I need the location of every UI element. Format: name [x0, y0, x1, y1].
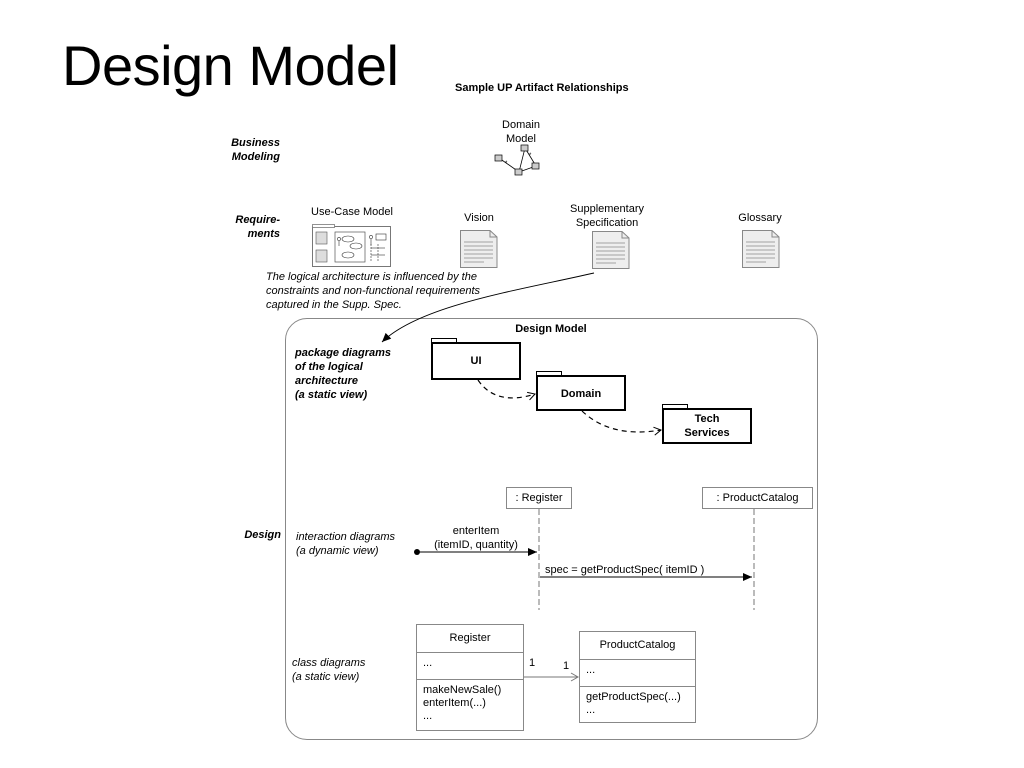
use-case-model-label: Use-Case Model — [311, 206, 393, 218]
slide-title: Design Model — [62, 34, 399, 97]
use-case-model-icon — [312, 224, 391, 267]
register-class-attributes: ... — [417, 653, 523, 680]
domain-model-label-line2: Model — [506, 133, 536, 145]
architecture-annotation: The logical architecture is influenced b… — [266, 270, 526, 312]
get-product-spec-message-label: spec = getProductSpec( itemID ) — [545, 564, 705, 576]
domain-package-label: Domain — [560, 388, 602, 400]
register-class-box: Register ... makeNewSale() enterItem(...… — [416, 624, 524, 731]
glossary-document-icon — [742, 230, 780, 268]
enter-item-label-line1: enterItem — [452, 525, 500, 537]
register-operation-more: ... — [423, 710, 433, 722]
lane-business-modeling: Business Modeling — [200, 136, 280, 164]
interaction-label-line2: (a dynamic view) — [296, 545, 379, 557]
vision-label: Vision — [464, 212, 494, 224]
catalog-operation-more: ... — [586, 704, 596, 716]
supp-spec-influence-arrow — [381, 272, 595, 343]
annotation-line3: captured in the Supp. Spec. — [266, 299, 402, 311]
diagram-subtitle: Sample UP Artifact Relationships — [455, 82, 629, 94]
domain-package: Domain — [536, 375, 626, 411]
product-catalog-class-name: ProductCatalog — [580, 632, 695, 660]
multiplicity-right: 1 — [563, 660, 570, 672]
supplementary-label: Supplementary Specification — [560, 202, 654, 230]
class-label-line1: class diagrams — [292, 657, 366, 669]
lane-business-line1: Business — [231, 137, 280, 149]
ui-package-label: UI — [470, 355, 482, 367]
lane-requirements-line2: ments — [247, 228, 280, 240]
register-class-operations: makeNewSale() enterItem(...) ... — [417, 680, 523, 727]
tech-services-package: Tech Services — [662, 408, 752, 444]
class-label-line2: (a static view) — [292, 671, 360, 683]
tech-services-label-line1: Tech — [694, 413, 720, 425]
package-label-line3: architecture — [295, 375, 358, 387]
register-operation-make-new-sale: makeNewSale() — [423, 684, 502, 696]
domain-to-tech-dependency — [581, 410, 662, 436]
tech-services-label-line2: Services — [684, 427, 730, 439]
package-label-line2: of the logical — [295, 361, 363, 373]
design-model-title: Design Model — [515, 323, 587, 335]
enter-item-label-line2: (itemID, quantity) — [434, 539, 518, 551]
enter-item-message-label: enterItem (itemID, quantity) — [418, 524, 534, 552]
supplementary-label-line2: Specification — [575, 217, 639, 229]
package-diagrams-label: package diagrams of the logical architec… — [295, 346, 415, 402]
ui-package-tab — [431, 338, 457, 342]
ui-package: UI — [431, 342, 521, 380]
interaction-label-line1: interaction diagrams — [296, 531, 396, 543]
annotation-line1: The logical architecture is influenced b… — [266, 271, 477, 283]
register-operation-enter-item: enterItem(...) — [423, 697, 486, 709]
domain-model-label-line1: Domain — [502, 119, 540, 131]
annotation-line2: constraints and non-functional requireme… — [266, 285, 481, 297]
design-model-container — [285, 318, 818, 740]
domain-model-star-b: * — [529, 153, 532, 159]
multiplicity-left: 1 — [529, 657, 536, 669]
ui-to-domain-dependency — [477, 379, 536, 401]
register-class-name: Register — [417, 625, 523, 653]
lane-design: Design — [244, 529, 281, 541]
vision-document-icon — [460, 230, 498, 268]
package-label-line1: package diagrams — [295, 347, 391, 359]
product-catalog-lifeline-head: : ProductCatalog — [702, 487, 813, 509]
interaction-diagrams-label: interaction diagrams (a dynamic view) — [296, 530, 416, 558]
product-catalog-class-attributes: ... — [580, 660, 695, 687]
domain-package-tab — [536, 371, 562, 375]
domain-model-icon: * * — [494, 144, 540, 176]
lane-requirements: Require- ments — [200, 213, 280, 241]
product-catalog-class-box: ProductCatalog ... getProductSpec(...) .… — [579, 631, 696, 723]
catalog-operation-get-product-spec: getProductSpec(...) — [586, 691, 681, 703]
domain-model-label: Domain Model — [480, 118, 562, 146]
package-label-line4: (a static view) — [295, 389, 368, 401]
tech-services-package-tab — [662, 404, 688, 408]
class-diagrams-label: class diagrams (a static view) — [292, 656, 402, 684]
register-lifeline-head: : Register — [506, 487, 572, 509]
supplementary-document-icon — [592, 231, 630, 269]
glossary-label: Glossary — [738, 212, 782, 224]
found-message-dot — [414, 549, 420, 555]
lane-requirements-line1: Require- — [235, 214, 280, 226]
domain-model-star-a: * — [505, 161, 508, 167]
supplementary-label-line1: Supplementary — [570, 203, 644, 215]
product-catalog-class-operations: getProductSpec(...) ... — [580, 687, 695, 721]
lane-business-line2: Modeling — [231, 151, 280, 163]
